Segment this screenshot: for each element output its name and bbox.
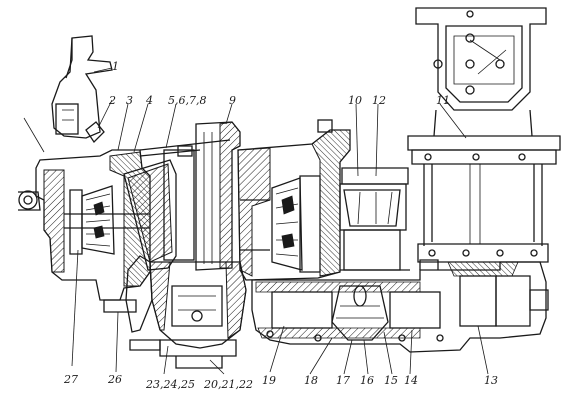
callout-9: 9 (229, 94, 236, 107)
callout-10: 10 (348, 94, 362, 107)
callout-20-22: 20,21,22 (203, 378, 253, 391)
callout-1: 1 (112, 60, 119, 73)
callout-3: 3 (126, 94, 133, 107)
callout-14: 14 (404, 374, 418, 387)
callout-23-25: 23,24,25 (145, 378, 195, 391)
central-gear-housing (123, 121, 247, 369)
callout-16: 16 (360, 374, 374, 387)
callout-12: 12 (372, 94, 386, 107)
right-bearing-block (237, 119, 410, 281)
motor-column (407, 7, 561, 277)
callout-labels: 1 2 3 4 5,6,7,8 9 10 12 11 27 26 23,24,2… (63, 60, 498, 391)
callout-13: 13 (484, 374, 498, 387)
callout-15: 15 (384, 374, 398, 387)
callout-11: 11 (436, 94, 450, 107)
callout-27: 27 (63, 373, 78, 386)
callout-4: 4 (145, 94, 153, 107)
callout-26: 26 (107, 373, 122, 386)
callout-2: 2 (108, 94, 116, 107)
left-housing (18, 149, 151, 313)
callout-18: 18 (304, 374, 318, 387)
callout-19: 19 (262, 374, 276, 387)
callout-17: 17 (336, 374, 350, 387)
callout-5-8: 5,6,7,8 (168, 94, 206, 107)
leader-lines (71, 67, 489, 375)
left-lever-assembly (23, 35, 113, 153)
